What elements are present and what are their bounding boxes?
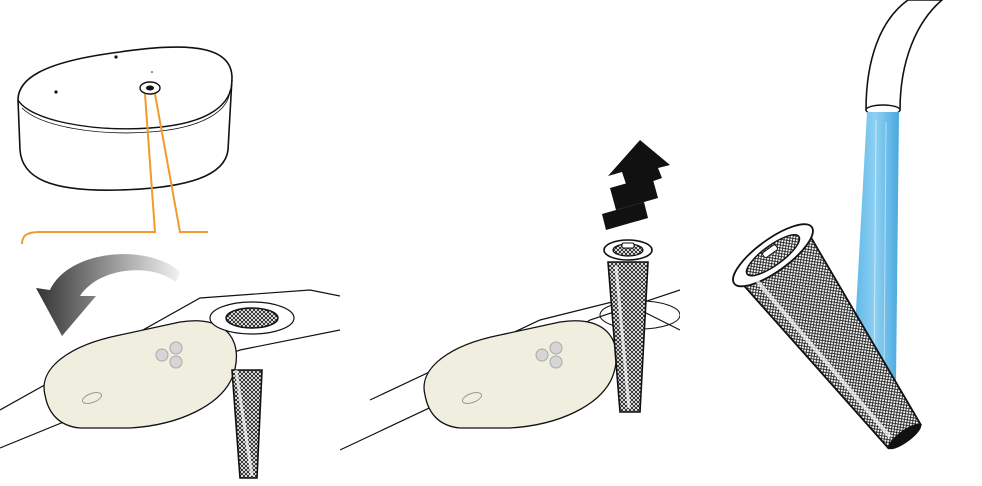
rotate-arrow-icon [36,254,180,336]
lid-plate [44,321,236,428]
device-body [18,47,232,190]
faucet-icon [866,0,942,115]
filter-basket [725,214,947,469]
step-3-illustration [680,0,982,486]
up-arrow-icon [602,140,670,230]
cap-icon [140,82,160,94]
step-1-illustration [0,0,340,486]
step-3-panel [680,0,982,486]
step-2-panel [340,0,680,486]
step-1-panel [0,0,340,486]
lid-plate [424,321,616,428]
filter-basket [604,240,652,412]
step-2-illustration [340,0,680,486]
